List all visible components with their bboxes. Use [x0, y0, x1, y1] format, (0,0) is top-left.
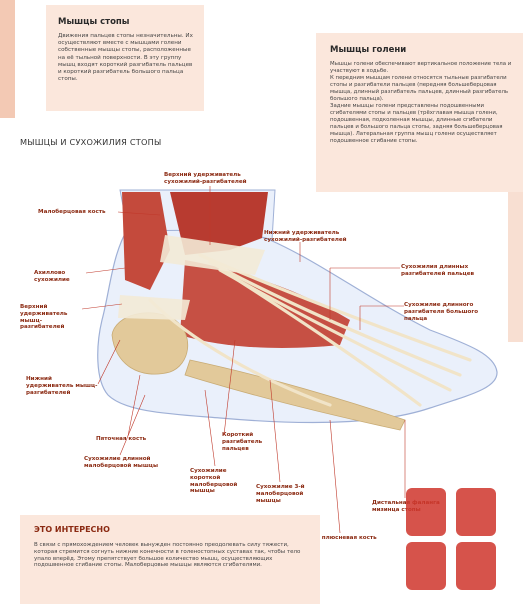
- label-achilles-tendon: Ахиллово сухожилие: [34, 270, 70, 283]
- label-fifth-metatarsal: 5-я плюсневая кость: [310, 535, 377, 541]
- tendon: [228, 273, 422, 407]
- calf-muscle: [122, 192, 170, 290]
- label-peroneus-brevis-tendon: Сухожилие короткой малоберцовой мышцы: [190, 468, 238, 495]
- label-lower-peroneal-retinaculum: Нижний удерживатель мышц-разгибателей: [26, 376, 98, 396]
- info-box-paragraph: Мышцы голени обеспечивают вертикальное п…: [330, 61, 512, 74]
- info-box-text: В связи с прямохождением человек вынужде…: [34, 542, 301, 569]
- label-fibula: Малоберцовая кость: [38, 209, 106, 215]
- info-box-title: Мышцы голени: [330, 45, 407, 55]
- label-lower-extensor-retinaculum: Нижний удерживатель сухожилий-разгибател…: [264, 230, 347, 243]
- decor-bar-right: [508, 192, 523, 342]
- label-short-extensor: Короткий разгибатель пальцев: [222, 432, 263, 452]
- section-title: МЫШЦЫ И СУХОЖИЛИЯ СТОПЫ: [20, 137, 162, 147]
- anterior-muscles: [170, 192, 268, 255]
- label-peroneus-tertius-tendon: Сухожилие 3-й малоберцовой мышцы: [256, 484, 305, 504]
- label-upper-extensor-retinaculum: Верхний удерживатель сухожилий-разгибате…: [164, 172, 247, 185]
- label-distal-phalanx: Дистальная фаланга мизинца стопы: [372, 500, 440, 513]
- postila-watermark-logo: [406, 488, 496, 590]
- info-box-paragraph: К передним мышцам голени относятся тыльн…: [330, 75, 509, 102]
- info-box-title: Мышцы стопы: [58, 17, 130, 27]
- tendon: [208, 260, 462, 377]
- info-box-text: Движения пальцев стопы незначительны. Их…: [58, 33, 193, 83]
- label-hallux-extensor-tendon: Сухожилие длинного разгибателя большого …: [404, 302, 479, 322]
- retinaculum-band: [160, 235, 265, 275]
- info-box-interesting: ЭТО ИНТЕРЕСНО В связи с прямохождением ч…: [20, 515, 320, 604]
- info-box-title: ЭТО ИНТЕРЕСНО: [34, 525, 110, 534]
- info-box-leg-muscles: Мышцы голени Мышцы голени обеспечивают в…: [316, 33, 523, 192]
- retinaculum-band: [118, 295, 190, 320]
- decor-bar-top: [0, 0, 15, 118]
- label-peroneus-longus-tendon: Сухожилие длинной малоберцовой мышцы: [84, 456, 159, 469]
- info-box-paragraph: Задние мышцы голени представлены подошве…: [330, 103, 503, 144]
- label-calcaneus: Пяточная кость: [96, 436, 147, 442]
- label-long-extensor-tendons: Сухожилия длинных разгибателей пальцев: [401, 264, 475, 277]
- label-upper-peroneal-retinaculum: Верхний удерживатель мышц-разгибателей: [20, 304, 68, 331]
- info-box-foot-muscles: Мышцы стопы Движения пальцев стопы незна…: [46, 5, 204, 111]
